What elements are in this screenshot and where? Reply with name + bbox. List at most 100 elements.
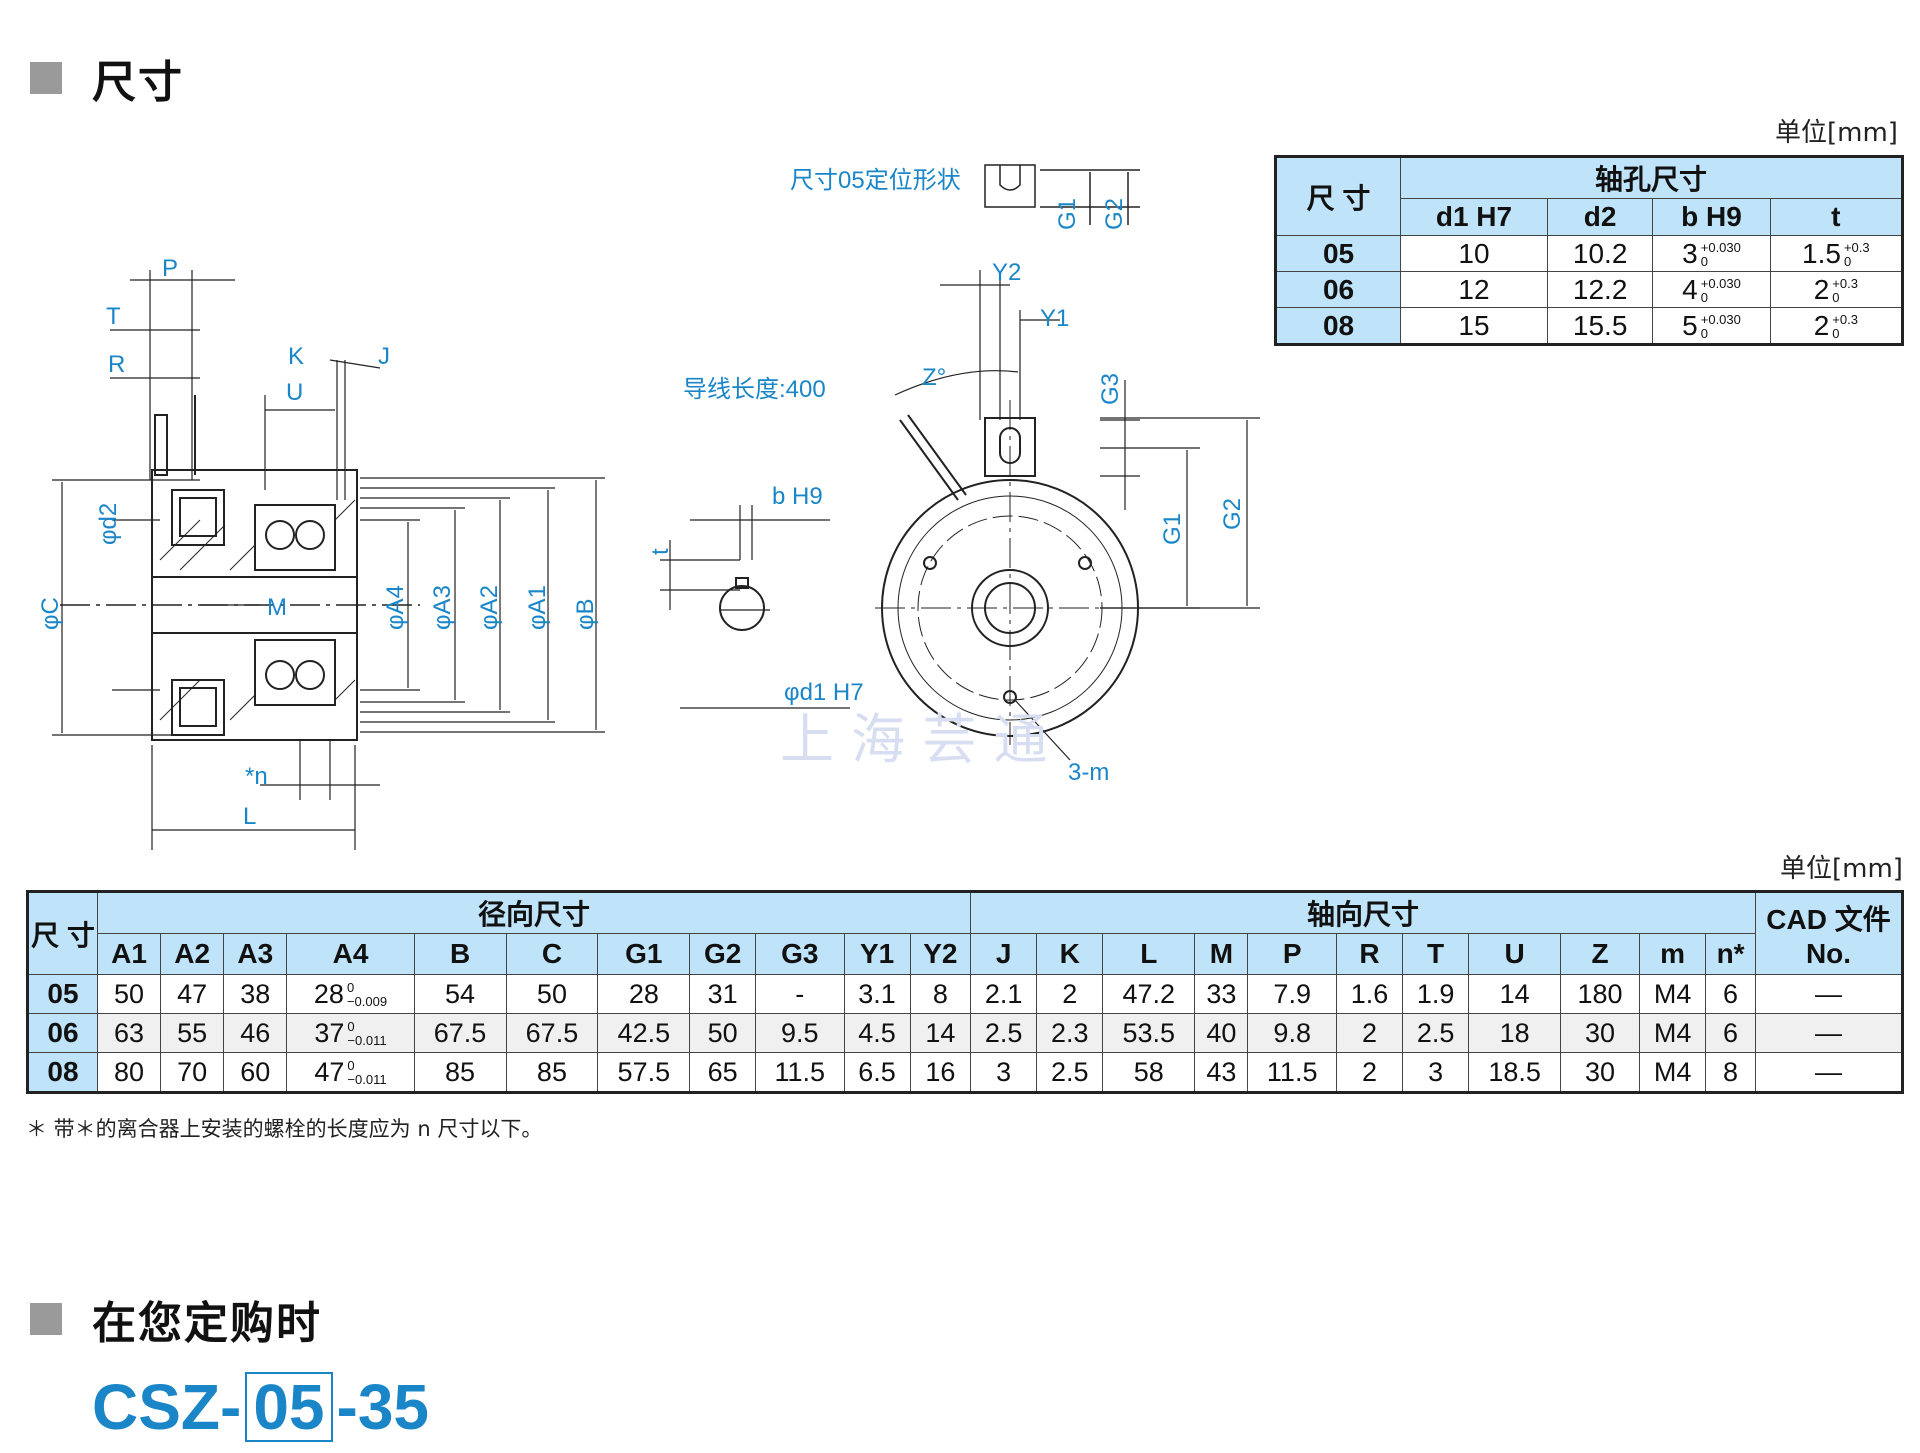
- unit-label-main: 单位[mm]: [1780, 854, 1903, 884]
- label-3m: 3-m: [1068, 759, 1109, 786]
- main-cell: 2.5: [970, 1013, 1038, 1053]
- section-header-dimensions: 尺寸: [30, 46, 184, 110]
- main-cell: 6: [1705, 974, 1756, 1014]
- label-A2: φA2: [476, 585, 503, 630]
- hole-d2: 12.2: [1546, 271, 1654, 308]
- hole-dimension-table: 尺 寸 轴孔尺寸 d1 H7 d2 b H9 t 05 10 10.2 3+0.…: [1274, 155, 1904, 346]
- main-cell: 2.3: [1036, 1013, 1104, 1053]
- main-cell: 85: [505, 1052, 599, 1093]
- label-G2: G2: [1219, 498, 1246, 530]
- main-cell: 9.5: [755, 1013, 845, 1053]
- main-cell: 53.5: [1102, 1013, 1196, 1053]
- main-col-header: A1: [96, 933, 162, 975]
- main-size: 06: [27, 1013, 98, 1053]
- main-cell: 18: [1468, 1013, 1562, 1053]
- main-cell: 85: [413, 1052, 507, 1093]
- main-cell: 50: [505, 974, 599, 1014]
- main-col-header: G2: [689, 933, 757, 975]
- label-R: R: [108, 351, 125, 378]
- section-square-icon: [30, 1303, 62, 1335]
- main-col-header: A4: [286, 933, 415, 975]
- main-size: 05: [27, 974, 98, 1014]
- label-bH9: b H9: [772, 483, 823, 510]
- section-header-order: 在您定购时: [30, 1287, 322, 1351]
- label-G2-top: G2: [1101, 198, 1128, 230]
- label-B: φB: [572, 598, 599, 630]
- main-cell: 60: [223, 1052, 288, 1093]
- hole-d1: 10: [1400, 235, 1548, 272]
- label-lead-length: 导线长度:400: [683, 376, 826, 403]
- hole-size: 06: [1274, 271, 1402, 308]
- main-cell: 3: [970, 1052, 1038, 1093]
- unit-label-hole: 单位[mm]: [1775, 118, 1898, 148]
- coil-top: [171, 489, 225, 546]
- main-cell: 30: [1560, 1052, 1641, 1093]
- label-Y1: Y1: [1040, 305, 1069, 332]
- main-cell: M4: [1639, 1052, 1707, 1093]
- label-C: φC: [37, 597, 64, 630]
- main-cell: 11.5: [755, 1052, 845, 1093]
- main-col-header: G1: [597, 933, 691, 975]
- main-col-header: Y1: [843, 933, 911, 975]
- main-cell: 2: [1335, 1052, 1404, 1093]
- main-cell: 67.5: [413, 1013, 507, 1053]
- main-cell: 55: [160, 1013, 225, 1053]
- order-suffix: -35: [336, 1371, 430, 1443]
- label-05-shape: 尺寸05定位形状: [790, 167, 961, 194]
- main-cell: 14: [909, 1013, 972, 1053]
- main-cad: —: [1755, 1052, 1903, 1093]
- main-cell: 3: [1402, 1052, 1470, 1093]
- main-col-header: M: [1194, 933, 1249, 975]
- main-cell: 4.5: [843, 1013, 911, 1053]
- hole-col-t: t: [1769, 198, 1904, 236]
- hole-col-d1: d1 H7: [1400, 198, 1548, 236]
- main-col-header: L: [1102, 933, 1196, 975]
- main-cell: 9.8: [1247, 1013, 1337, 1053]
- order-size: 05: [245, 1372, 333, 1442]
- main-cell: 2: [1335, 1013, 1404, 1053]
- main-cell: 7.9: [1247, 974, 1337, 1014]
- main-cell: 67.5: [505, 1013, 599, 1053]
- main-cell: 16: [909, 1052, 972, 1093]
- label-t: t: [647, 548, 674, 555]
- main-col-header: U: [1468, 933, 1562, 975]
- label-P: P: [162, 255, 178, 282]
- main-col-header: m: [1639, 933, 1707, 975]
- label-T: T: [106, 303, 121, 330]
- main-col-header: J: [970, 933, 1038, 975]
- main-cad: —: [1755, 1013, 1903, 1053]
- label-A3: φA3: [429, 585, 456, 630]
- order-prefix: CSZ-: [92, 1371, 242, 1443]
- main-cell: 70: [160, 1052, 225, 1093]
- label-A1: φA1: [524, 585, 551, 630]
- label-Y2: Y2: [992, 259, 1021, 286]
- main-cell: 2: [1036, 974, 1104, 1014]
- main-cell: 57.5: [597, 1052, 691, 1093]
- main-col-header: P: [1247, 933, 1337, 975]
- hole-d2: 10.2: [1546, 235, 1654, 272]
- main-cell: 2.5: [1036, 1052, 1104, 1093]
- section-square-icon: [30, 62, 62, 94]
- main-cell: 2.1: [970, 974, 1038, 1014]
- main-col-header: G3: [755, 933, 845, 975]
- main-cell: 58: [1102, 1052, 1196, 1093]
- section-title: 尺寸: [92, 57, 184, 108]
- main-col-header: A3: [223, 933, 288, 975]
- main-col-header: T: [1402, 933, 1470, 975]
- main-cell: 3.1: [843, 974, 911, 1014]
- label-U: U: [286, 379, 303, 406]
